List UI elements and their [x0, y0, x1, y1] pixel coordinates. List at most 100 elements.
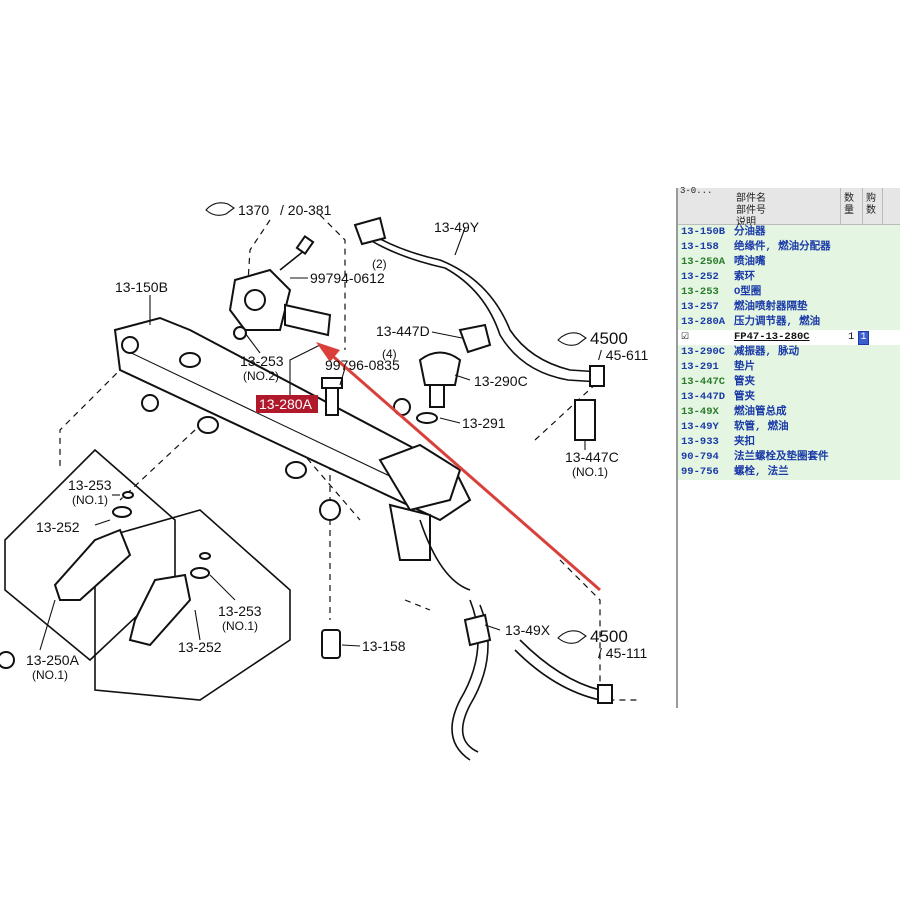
dashed-guide-topright: [534, 379, 601, 441]
label-13-49x: 13-49X: [505, 622, 551, 638]
label-13-252-a: 13-252: [36, 519, 80, 535]
part-desc: 减振器, 脉动: [734, 346, 800, 358]
dashed-guide-left: [59, 349, 141, 470]
header-desc-line2: 部件号: [736, 206, 766, 217]
part-desc: 燃油喷射器隔垫: [734, 301, 808, 313]
part-desc: 绝缘件, 燃油分配器: [734, 241, 831, 253]
part-code: 13-280A: [681, 316, 726, 328]
label-20-381: / 20-381: [280, 202, 332, 218]
hand-icon-ref-right-bottom: [557, 630, 587, 644]
label-13-290c: 13-290C: [474, 373, 528, 389]
selected-part-number[interactable]: FP47-13-280C: [734, 331, 810, 343]
parts-row[interactable]: 13-933 夹扣: [678, 435, 900, 450]
part-desc: 垫片: [734, 361, 755, 373]
header-top-label: 3-0...: [680, 186, 713, 196]
part-code: 13-49Y: [681, 421, 719, 433]
label-13-447d: 13-447D: [376, 323, 430, 339]
clip-447d: [458, 323, 492, 354]
parts-row[interactable]: 13-253 O型圈: [678, 285, 900, 300]
dashed-guide-right: [319, 214, 346, 350]
label-4500-top: 4500: [590, 329, 628, 348]
label-no2: (NO.2): [243, 369, 279, 383]
parts-row[interactable]: 13-49Y 软管, 燃油: [678, 420, 900, 435]
part-code: 13-933: [681, 436, 719, 448]
label-no1-447c: (NO.1): [572, 465, 608, 479]
header-qty: 数量: [844, 194, 854, 217]
hand-icon-ref-right-top: [557, 332, 587, 346]
parts-row[interactable]: 90-794 法兰螺栓及垫圈套件: [678, 450, 900, 465]
part-code: 13-257: [681, 301, 719, 313]
part-desc: 管夹: [734, 391, 755, 403]
label-13-253-no2: 13-253: [240, 353, 284, 369]
part-desc: 软管, 燃油: [734, 421, 789, 433]
label-99794-0612: 99794-0612: [310, 270, 385, 286]
parts-row[interactable]: 13-257 燃油喷射器隔垫: [678, 300, 900, 315]
clip-447c: [574, 399, 596, 441]
fuel-rail: [113, 316, 472, 591]
part-desc: 夹扣: [734, 436, 755, 448]
parts-row[interactable]: 13-291 垫片: [678, 360, 900, 375]
parts-list-panel: 3-0... 部件名 部件号 说明 数量 购数 13-150B 分油器 13-15…: [676, 186, 900, 708]
header-desc-line1: 部件名: [736, 194, 766, 205]
hand-icon-ref-top: [205, 202, 235, 216]
label-13-291: 13-291: [462, 415, 506, 431]
injector-1: [53, 491, 134, 601]
label-99796-0835: 99796-0835: [325, 357, 400, 373]
label-4500-bottom: 4500: [590, 627, 628, 646]
part-code: 13-150B: [681, 226, 726, 238]
pressure-regulator: [228, 268, 332, 340]
parts-row[interactable]: 13-49X 燃油管总成: [678, 405, 900, 420]
part-code: 13-49X: [681, 406, 719, 418]
label-13-447c: 13-447C: [565, 449, 619, 465]
part-desc: 管夹: [734, 376, 755, 388]
part-desc: 燃油管总成: [734, 406, 787, 418]
part-desc: 法兰螺栓及垫圈套件: [734, 451, 829, 463]
label-no1-b: (NO.1): [222, 619, 258, 633]
header-desc-line3: 说明: [736, 218, 756, 229]
bolt-99794: [279, 235, 315, 271]
highlight-box-13-280a: [256, 395, 318, 413]
part-desc: 分油器: [734, 226, 766, 238]
insulator-13-158: [321, 629, 341, 659]
part-code: 13-291: [681, 361, 719, 373]
dashed-guide-mid: [119, 429, 196, 501]
part-code: 90-794: [681, 451, 719, 463]
checkbox-icon[interactable]: ☑: [681, 332, 690, 342]
parts-row[interactable]: 13-252 索环: [678, 270, 900, 285]
parts-row[interactable]: 13-150B 分油器: [678, 225, 900, 240]
part-desc: 索环: [734, 271, 755, 283]
dashed-guide-right2: [559, 559, 640, 701]
bolt-99796: [321, 377, 343, 416]
parts-row[interactable]: 13-290C 减振器, 脉动: [678, 345, 900, 360]
part-code: 99-756: [681, 466, 719, 478]
header-description: 部件名 部件号 说明: [736, 194, 766, 230]
label-13-150b: 13-150B: [115, 279, 168, 295]
label-13-252-b: 13-252: [178, 639, 222, 655]
part-code: 13-290C: [681, 346, 726, 358]
dashed-guide-right3: [404, 599, 431, 611]
dashed-guide-lower: [299, 449, 361, 521]
part-desc: O型圈: [734, 286, 762, 298]
fuel-pipe-49x: [451, 599, 613, 761]
parts-list-header: 3-0... 部件名 部件号 说明 数量 购数: [678, 186, 900, 229]
label-13-49y: 13-49Y: [434, 219, 480, 235]
parts-diagram: 1370 / 20-381 13-150B 99794-0612 (2) 13-…: [0, 202, 649, 761]
part-code: 13-253: [681, 286, 719, 298]
label-no1-250a: (NO.1): [32, 668, 68, 682]
buy-quantity-input[interactable]: 1: [858, 331, 869, 345]
label-13-158: 13-158: [362, 638, 406, 654]
selected-part-row[interactable]: ☑ FP47-13-280C 1 1: [678, 330, 900, 345]
label-13-250a: 13-250A: [26, 652, 80, 668]
nut-250a: [0, 651, 15, 669]
fuel-hose-49y: [353, 216, 605, 387]
red-arrow: [316, 342, 601, 592]
part-code: 13-252: [681, 271, 719, 283]
label-45-111: / 45-111: [598, 645, 648, 661]
part-desc: 喷油嘴: [734, 256, 766, 268]
